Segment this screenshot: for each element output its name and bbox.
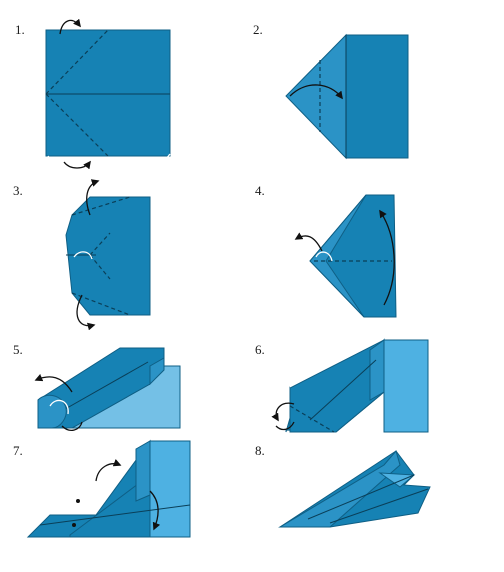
step-4: 4. — [250, 175, 504, 330]
step-7-diagram — [26, 439, 191, 538]
step-5-diagram — [34, 347, 181, 432]
fold-arrow-bottom-left — [47, 155, 87, 167]
fold-arrow — [34, 373, 73, 393]
step-7-number: 7. — [13, 443, 23, 458]
fold-arrow — [289, 84, 343, 100]
paper-square — [45, 29, 171, 157]
step-3-number: 3. — [13, 183, 23, 198]
step-8-number: 8. — [255, 443, 265, 458]
step-4-diagram — [294, 194, 397, 318]
fold-arrow-curve — [379, 209, 395, 306]
step-6: 6. — [250, 330, 504, 435]
step-7: 7. — [0, 435, 250, 572]
step-8: 8. — [250, 435, 504, 572]
step-1-number: 1. — [15, 22, 25, 37]
step-4-number: 4. — [255, 183, 265, 198]
step-3-diagram — [65, 179, 151, 331]
step-6-number: 6. — [255, 342, 265, 357]
step-5: 5. — [0, 330, 250, 435]
step-1: 1. — [0, 0, 250, 175]
fold-arrow-top — [59, 18, 81, 35]
fold-arrow-up — [86, 179, 100, 216]
fold-arrow-up — [95, 459, 122, 482]
step-3: 3. — [0, 175, 250, 331]
step-5-number: 5. — [13, 342, 23, 357]
fold-arrow-left — [271, 402, 295, 422]
step-2-number: 2. — [253, 22, 263, 37]
step-2: 2. — [250, 0, 504, 175]
fold-arrow-down — [76, 294, 96, 331]
step-1-diagram — [45, 18, 171, 170]
fold-arrow-left — [294, 232, 323, 252]
fold-arrow-down — [149, 490, 161, 531]
folded-triangle — [285, 33, 347, 160]
step-6-diagram — [271, 338, 429, 433]
step-2-diagram — [285, 33, 409, 160]
step-8-diagram — [278, 449, 431, 528]
